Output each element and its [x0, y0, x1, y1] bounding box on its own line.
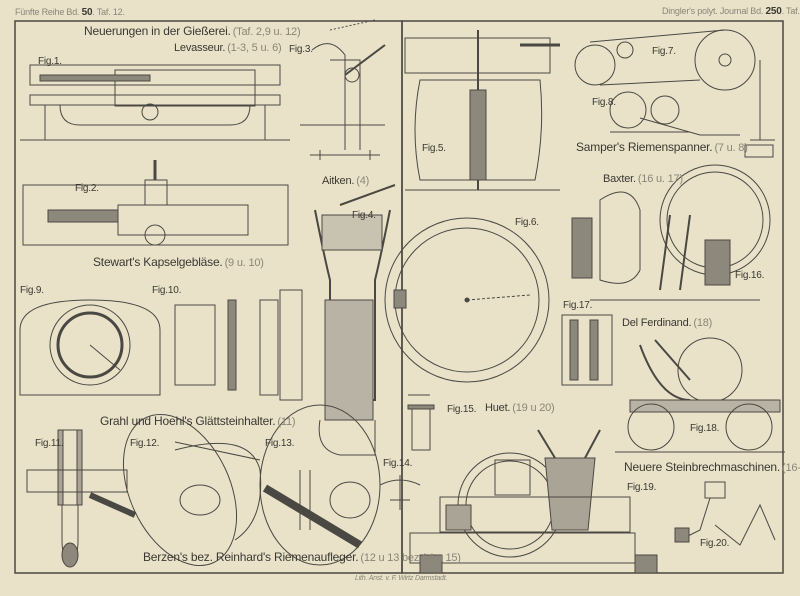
header-right-volume: 250 — [765, 6, 782, 17]
fig-label-12: Fig.12. — [130, 438, 160, 449]
fig-label-14: Fig.14. — [383, 458, 413, 469]
caption-baxter: Baxter.(16 u. 17) — [603, 173, 683, 185]
fig-label-10: Fig.10. — [152, 285, 182, 296]
fig-label-11: Fig.11. — [35, 438, 64, 449]
fig13-drawing — [259, 404, 381, 566]
fig8-drawing — [609, 91, 740, 136]
fig10-drawing — [174, 289, 303, 401]
fig-label-1: Fig.1. — [38, 56, 62, 67]
caption-title: Neuerungen in der Gießerei. — [84, 24, 231, 38]
caption-title: Stewart's Kapselgebläse. — [93, 255, 223, 269]
fig18-drawing — [615, 337, 785, 453]
header-right-journal: Dingler's polyt. Journal Bd. — [662, 6, 764, 16]
caption-steinbrechmaschinen: Neuere Steinbrechmaschinen.(16-20) — [624, 460, 800, 474]
fig6-drawing — [384, 217, 550, 383]
fig9-drawing — [19, 299, 161, 396]
caption-huet: Huet.(19 u 20) — [485, 402, 555, 414]
fig-label-6: Fig.6. — [515, 217, 539, 228]
fig16-drawing — [571, 164, 771, 301]
caption-title: Baxter. — [603, 173, 636, 185]
fig12-drawing — [122, 413, 262, 567]
caption-grahl-hoehl: Grahl und Hoehl's Glättsteinhalter.(11) — [100, 414, 296, 428]
fig-label-19: Fig.19. — [627, 482, 657, 493]
caption-ref: (19 u 20) — [512, 402, 555, 414]
header-left-series: Fünfte Reihe Bd. — [15, 7, 80, 17]
fig1-drawing — [20, 64, 290, 141]
fig5-drawing — [404, 30, 560, 191]
fig-label-13: Fig.13. — [265, 438, 295, 449]
caption-ref: (9 u. 10) — [224, 257, 264, 269]
caption-ref: (16-20) — [782, 462, 800, 474]
caption-title: Levasseur. — [174, 42, 226, 54]
caption-title: Neuere Steinbrechmaschinen. — [624, 460, 781, 474]
fig-label-3: Fig.3. — [289, 44, 313, 55]
fig-label-4: Fig.4. — [352, 210, 376, 221]
caption-giesserei: Neuerungen in der Gießerei.(Taf. 2,9 u. … — [84, 24, 301, 38]
lithographer-imprint: Lith. Anst. v. F. Wirtz Darmstadt. — [355, 575, 448, 582]
fig-label-18: Fig.18. — [690, 423, 720, 434]
caption-ref: (16 u. 17) — [637, 173, 683, 185]
fig-label-5: Fig.5. — [422, 143, 446, 154]
caption-ref: (11) — [277, 416, 296, 428]
caption-aitken: Aitken.(4) — [322, 175, 369, 187]
caption-title: Berzen's bez. Reinhard's Riemenaufleger. — [143, 550, 359, 564]
fig-label-7: Fig.7. — [652, 46, 676, 57]
caption-title: Del Ferdinand. — [622, 317, 692, 329]
caption-ref: (4) — [356, 175, 370, 187]
fig17-drawing — [561, 314, 613, 386]
caption-title: Huet. — [485, 402, 511, 414]
fig-label-15: Fig.15. — [447, 404, 477, 415]
caption-ref: (18) — [693, 317, 713, 329]
fig4-drawing — [314, 184, 396, 456]
header-left-plate: . Taf. 12. — [92, 7, 125, 17]
caption-berzen-reinhard: Berzen's bez. Reinhard's Riemenaufleger.… — [143, 550, 461, 564]
caption-title: Samper's Riemenspanner. — [576, 140, 713, 154]
fig15-drawing — [407, 394, 435, 451]
fig11-drawing — [26, 429, 137, 568]
fig20-drawing — [674, 481, 776, 546]
caption-title: Aitken. — [322, 175, 355, 187]
fig2-drawing — [22, 160, 289, 246]
fig-label-20: Fig.20. — [700, 538, 730, 549]
fig7-drawing — [574, 29, 775, 158]
caption-del-ferdinand: Del Ferdinand.(18) — [622, 317, 712, 329]
caption-ref: (12 u 13 bez 14 u 15) — [360, 552, 461, 564]
caption-stewart: Stewart's Kapselgebläse.(9 u. 10) — [93, 255, 264, 269]
caption-ref: (7 u. 8) — [714, 142, 748, 154]
fig14-drawing — [379, 475, 421, 510]
caption-samper: Samper's Riemenspanner.(7 u. 8) — [576, 140, 748, 154]
caption-ref: (Taf. 2,9 u. 12) — [232, 26, 301, 38]
fig-label-17: Fig.17. — [563, 300, 593, 311]
caption-ref: (1-3, 5 u. 6) — [227, 42, 282, 54]
header-right: Dingler's polyt. Journal Bd. 250. Taf. 1… — [662, 6, 800, 17]
caption-title: Grahl und Hoehl's Glättsteinhalter. — [100, 414, 276, 428]
caption-levasseur: Levasseur.(1-3, 5 u. 6) — [174, 42, 282, 54]
fig-label-9: Fig.9. — [20, 285, 44, 296]
fig-label-16: Fig.16. — [735, 270, 765, 281]
header-right-plate: . Taf. 12. — [781, 6, 800, 16]
fig3-drawing — [300, 19, 386, 160]
fig-label-8: Fig.8. — [592, 97, 616, 108]
fig-label-2: Fig.2. — [75, 183, 99, 194]
header-left: Fünfte Reihe Bd. 50. Taf. 12. — [15, 7, 125, 18]
fig19-drawing — [409, 429, 658, 574]
header-left-volume: 50 — [81, 7, 93, 18]
